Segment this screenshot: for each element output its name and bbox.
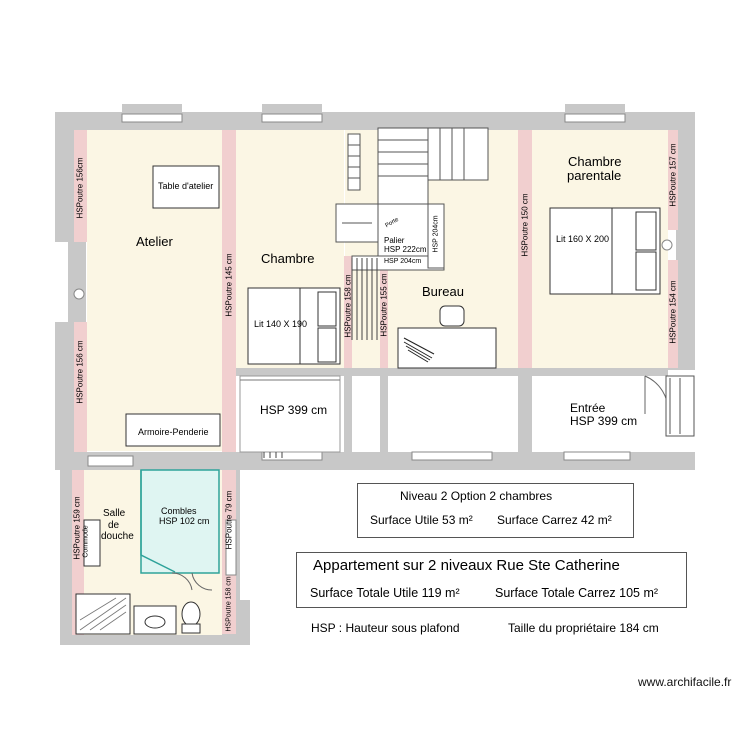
measure-hsp-156-bottom: HSPoutre 156 cm xyxy=(75,340,85,404)
toilet-tank xyxy=(181,623,201,634)
room-label-salle-2: de xyxy=(108,520,120,531)
column-left xyxy=(73,288,85,300)
furniture-label-table-atelier: Table d'atelier xyxy=(158,181,214,191)
niveau-surface-carrez: Surface Carrez 42 m² xyxy=(497,513,612,527)
room-label-salle-1: Salle xyxy=(103,508,126,519)
measure-hsp-159: HSPoutre 159 cm xyxy=(72,496,82,560)
measure-hsp-156-top: HSPoutre 156cm xyxy=(75,157,85,219)
commode xyxy=(83,519,101,567)
measure-hsp-79: HSPoutre 79 cm xyxy=(224,490,234,550)
legend-taille: Taille du propriétaire 184 cm xyxy=(508,621,659,635)
measure-hsp-154: HSPoutre 154 cm xyxy=(668,280,678,344)
furniture-label-armoire: Armoire-Penderie xyxy=(138,427,209,437)
combles-diagonal xyxy=(140,470,176,573)
room-label-palier-1: Palier xyxy=(384,236,405,245)
appartement-info-box xyxy=(296,552,687,608)
appartement-surface-utile: Surface Totale Utile 119 m² xyxy=(310,586,460,600)
room-label-salle-3: douche xyxy=(101,531,134,542)
windows xyxy=(87,113,631,576)
bed-140-pillow-2 xyxy=(317,327,337,363)
niveau-info-box xyxy=(357,483,634,538)
furniture-label-lit-140: Lit 140 X 190 xyxy=(254,319,308,329)
room-label-chambre-parentale-1: Chambre xyxy=(568,154,622,169)
bed-160-pillow-2 xyxy=(635,251,657,291)
niveau-title: Niveau 2 Option 2 chambres xyxy=(400,489,553,503)
furniture-label-commode: Commode xyxy=(82,525,90,558)
room-label-combles-1: Combles xyxy=(161,506,197,516)
toilet xyxy=(181,601,201,627)
room-label-combles-2: HSP 102 cm xyxy=(159,516,210,526)
keyboard-icon xyxy=(403,337,435,363)
watermark: www.archifacile.fr xyxy=(638,675,732,689)
shower-hatch xyxy=(79,597,127,631)
legend-hsp: HSP : Hauteur sous plafond xyxy=(311,621,460,635)
bed-160-pillow-1 xyxy=(635,211,657,251)
desk xyxy=(397,327,497,369)
closet-left xyxy=(239,375,341,453)
sink-bowl xyxy=(144,615,166,629)
radiators xyxy=(263,452,283,458)
room-label-hsp-left: HSP 399 cm xyxy=(260,403,328,417)
measure-hsp-150: HSPoutre 150 cm xyxy=(520,193,530,257)
entree-door xyxy=(665,375,695,437)
appartement-title: Appartement sur 2 niveaux Rue Ste Cather… xyxy=(313,557,620,574)
hsp-204-strip xyxy=(427,203,445,269)
room-label-atelier: Atelier xyxy=(136,234,173,249)
table-atelier xyxy=(152,165,220,209)
measure-hsp-145: HSPoutre 145 cm xyxy=(224,253,234,317)
room-label-chambre: Chambre xyxy=(261,251,315,266)
room-label-palier-2: HSP 222cm xyxy=(384,245,427,254)
room-label-bureau: Bureau xyxy=(422,284,464,299)
measure-hsp-158: HSPoutre 158 cm xyxy=(343,274,353,338)
staircase xyxy=(335,127,489,243)
armoire-penderie xyxy=(125,413,221,447)
room-label-entree-2: HSP 399 cm xyxy=(570,414,638,428)
measure-hsp-158-small: HSPoutre 158 cm xyxy=(225,576,233,632)
measure-hsp-155: HSPoutre 155 cm xyxy=(379,273,389,337)
bed-140-pillow-1 xyxy=(317,291,337,327)
combles-room xyxy=(140,469,220,574)
appartement-surface-carrez: Surface Totale Carrez 105 m² xyxy=(495,586,659,600)
room-label-chambre-parentale-2: parentale xyxy=(567,168,622,183)
niveau-surface-utile: Surface Utile 53 m² xyxy=(370,513,473,527)
desk-chair xyxy=(439,305,465,327)
measure-hsp-157: HSPoutre 157 cm xyxy=(668,143,678,207)
column-right xyxy=(661,239,673,251)
measure-hsp-204-vertical: HSP 204cm xyxy=(432,215,440,253)
furniture-label-lit-160: Lit 160 X 200 xyxy=(556,234,610,244)
measure-hsp-204-horizontal: HSP 204cm xyxy=(384,258,422,265)
room-label-entree-1: Entrée xyxy=(570,401,606,415)
radiator-left xyxy=(351,258,378,340)
